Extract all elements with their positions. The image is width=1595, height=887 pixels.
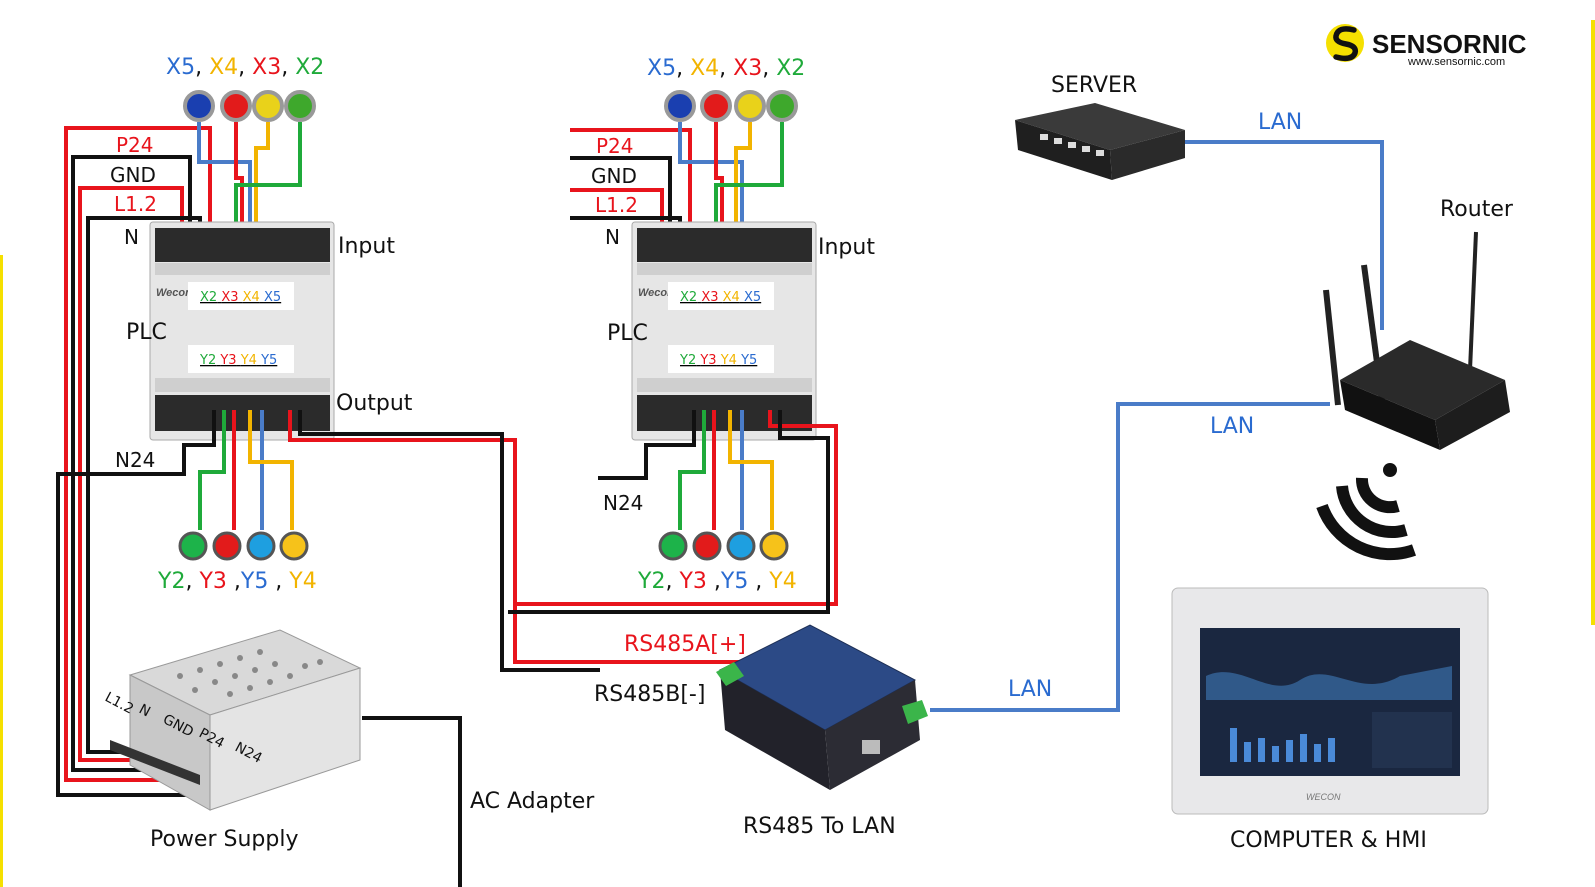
wifi-icon — [1316, 463, 1417, 561]
hmi-brand: WECON — [1306, 792, 1341, 802]
plc2-brand-mark: Wecon — [638, 287, 674, 299]
lan-label-rs485: LAN — [1008, 677, 1052, 702]
plc1-wire-x5 — [197, 122, 252, 250]
rs485-a-label: RS485A[+] — [624, 632, 746, 657]
plc2-wire-x3 — [714, 122, 724, 250]
plc1-x-codes: X2 X3 X4 X5 — [200, 290, 281, 305]
plc2-group: X5, X4, X3, X2 P24 GND L1.2 N — [508, 56, 875, 614]
button-blue-icon — [183, 90, 215, 122]
plc2-wire-n24 — [598, 410, 696, 480]
plc1-wire-rs485-a — [288, 410, 742, 664]
plc1-output-label: Output — [336, 391, 413, 416]
router-device — [1323, 231, 1510, 450]
server-label: SERVER — [1051, 73, 1137, 98]
plc1-rail-n: N — [124, 225, 139, 249]
brand-logo: SENSORNIC www.sensornic.com — [1326, 24, 1527, 68]
button-red-icon — [700, 90, 732, 122]
plc2-input-label: Input — [818, 235, 875, 260]
plc1-wire-y2 — [198, 410, 226, 530]
plc2-device: Wecon X2 X3 X4 X5 Y2 Y3 Y4 Y5 — [631, 221, 817, 441]
lamp-yellow-icon — [759, 531, 789, 561]
plc1-input-label: Input — [338, 234, 395, 259]
plc2-plc-label: PLC — [607, 321, 648, 346]
lamp-red-icon — [212, 531, 242, 561]
button-yellow-icon — [252, 90, 284, 122]
plc2-rail-n: N — [605, 225, 620, 249]
lamp-blue-icon — [726, 531, 756, 561]
plc2-x-codes: X2 X3 X4 X5 — [680, 290, 761, 305]
plc2-output-lamps — [658, 531, 789, 561]
plc1-input-buttons — [183, 90, 316, 122]
button-blue-icon — [664, 90, 696, 122]
plc2-wire-x2 — [714, 122, 784, 250]
rs485-converter-device — [716, 624, 928, 790]
lan-wire-rs485-router — [930, 402, 1330, 712]
plc1-brand-mark: Wecon — [156, 287, 192, 299]
button-green-icon — [284, 90, 316, 122]
brand-name: SENSORNIC — [1372, 29, 1527, 59]
plc2-output-legend: Y2, Y3 ,Y5 , Y4 — [637, 569, 797, 594]
rs485-device-label: RS485 To LAN — [743, 814, 896, 839]
button-yellow-icon — [734, 90, 766, 122]
plc1-rail-l12: L1.2 — [114, 192, 157, 216]
plc2-rail-gnd: GND — [591, 164, 637, 188]
plc2-wire-p24 — [570, 128, 692, 250]
power-supply-device: L1.2 N GND P24 N24 — [102, 629, 362, 811]
plc2-n24-label: N24 — [603, 491, 643, 515]
plc1-wire-n24 — [56, 410, 216, 797]
plc1-group: X5, X4, X3, X2 P24 GND L1.2 N — [56, 55, 742, 797]
plc1-rail-p24: P24 — [116, 133, 154, 157]
left-accent-bar — [0, 255, 3, 887]
plc2-input-legend: X5, X4, X3, X2 — [647, 56, 805, 81]
plc2-y-codes: Y2 Y3 Y4 Y5 — [679, 353, 757, 368]
plc1-y-codes: Y2 Y3 Y4 Y5 — [199, 353, 277, 368]
plc2-input-buttons — [664, 90, 798, 122]
plc1-n24-label: N24 — [115, 448, 155, 472]
plc1-output-lamps — [178, 531, 309, 561]
lamp-red-icon — [692, 531, 722, 561]
plc2-rail-p24: P24 — [596, 134, 634, 158]
plc1-wire-x3 — [234, 122, 244, 250]
button-green-icon — [766, 90, 798, 122]
lan-label-router: LAN — [1210, 414, 1254, 439]
plc2-rail-l12: L1.2 — [595, 193, 638, 217]
plc1-wire-x4 — [254, 122, 270, 250]
button-red-icon — [220, 90, 252, 122]
hmi-label: COMPUTER & HMI — [1230, 828, 1427, 853]
ac-adapter-label: AC Adapter — [470, 789, 595, 814]
power-supply-label: Power Supply — [150, 827, 298, 852]
plc2-wire-rs485-b — [508, 410, 830, 614]
plc2-wire-x4 — [734, 122, 752, 250]
server-device — [1015, 103, 1185, 180]
hmi-device: WECON — [1171, 587, 1489, 815]
right-accent-bar — [1591, 20, 1595, 625]
router-label: Router — [1440, 197, 1514, 222]
plc2-wire-y4 — [728, 410, 774, 530]
plc1-plc-label: PLC — [126, 320, 167, 345]
lamp-blue-icon — [246, 531, 276, 561]
plc1-device: Wecon X2 X3 X4 X5 Y2 Y3 Y4 Y5 — [149, 221, 335, 441]
plc2-wire-rs485-a — [515, 410, 838, 606]
lan-wire-server-router — [1185, 140, 1384, 330]
lamp-green-icon — [658, 531, 688, 561]
lamp-green-icon — [178, 531, 208, 561]
brand-url: www.sensornic.com — [1407, 56, 1505, 68]
plc1-wire-rs485-b — [298, 410, 600, 672]
plc2-wire-y2 — [678, 410, 706, 530]
plc2-wire-x5 — [678, 122, 744, 250]
plc1-output-legend: Y2, Y3 ,Y5 , Y4 — [157, 569, 317, 594]
plc1-wire-x2 — [234, 122, 302, 250]
ac-adapter-wire — [362, 716, 462, 887]
plc1-rail-gnd: GND — [110, 163, 156, 187]
lamp-yellow-icon — [279, 531, 309, 561]
plc1-input-legend: X5, X4, X3, X2 — [166, 55, 324, 80]
lan-label-server: LAN — [1258, 110, 1302, 135]
plc1-wire-y4 — [248, 410, 294, 530]
rs485-b-label: RS485B[-] — [594, 682, 705, 707]
